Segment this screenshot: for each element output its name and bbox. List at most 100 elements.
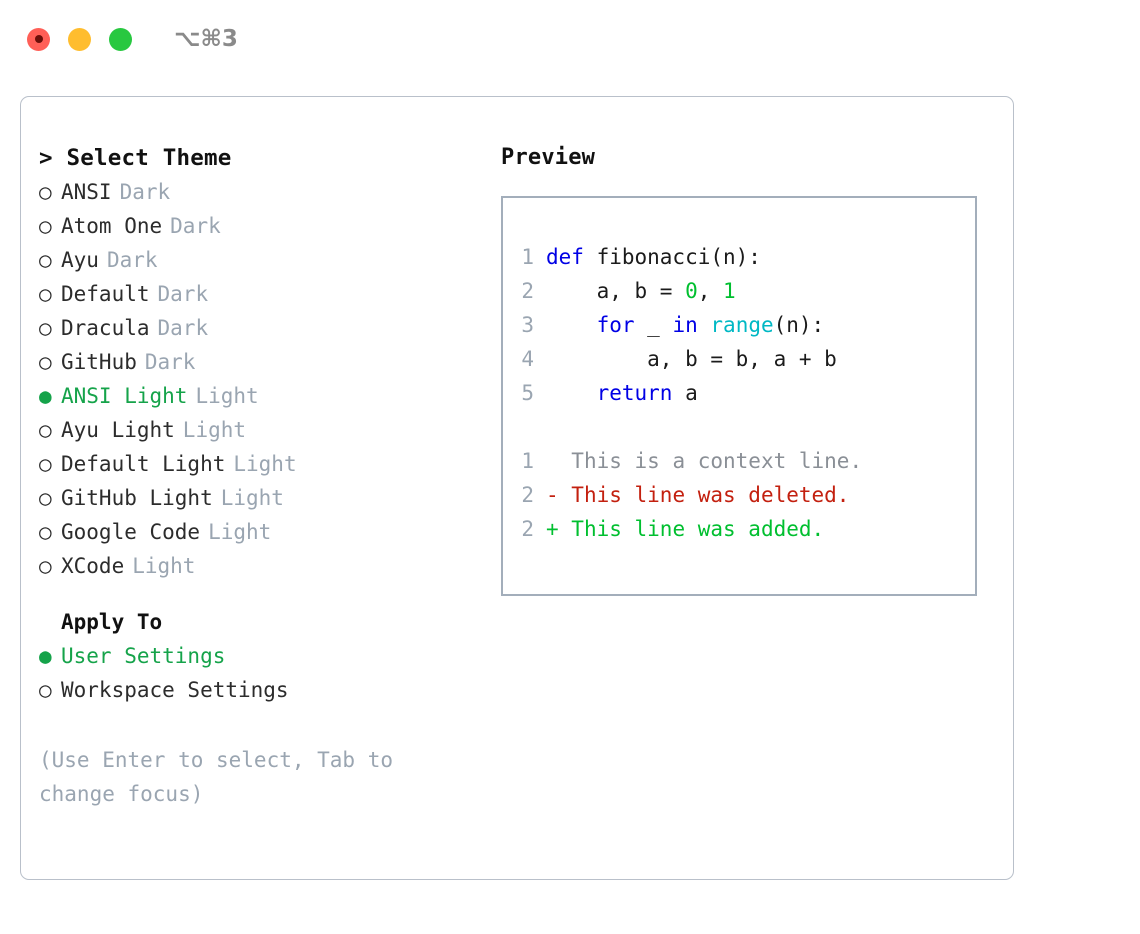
apply-to-list: ● User Settings ○Workspace Settings [39,639,489,707]
theme-variant-tag: Dark [119,180,171,204]
code-token: fibonacci(n): [596,245,761,269]
diff-sign [546,449,571,473]
theme-option-label: Google Code [61,520,201,544]
window-traffic-lights [27,27,132,51]
theme-variant-tag: Dark [144,350,196,374]
code-token: 0 [685,279,698,303]
apply-to-option-label: Workspace Settings [61,678,289,702]
page-title: > Select Theme [39,145,232,171]
theme-variant-tag: Light [233,452,297,476]
apply-to-option-label: User Settings [61,644,226,668]
line-number: 2 [521,517,534,541]
apply-to-option-user-settings[interactable]: ● User Settings [39,639,489,673]
code-token [546,381,597,405]
keyboard-shortcut-label: ⌥⌘3 [174,26,238,52]
close-button[interactable] [27,27,50,51]
theme-variant-tag: Dark [157,282,209,306]
line-number: 1 [521,245,534,269]
theme-option-label: Ayu [61,248,99,272]
theme-variant-tag: Light [208,520,272,544]
keyboard-hint: (Use Enter to select, Tab to change focu… [39,748,406,806]
theme-option-default[interactable]: ○ Default Dark [39,277,489,311]
radio-unselected-icon: ○ [39,520,52,544]
diff-line: 2+ This line was added. [520,512,967,546]
theme-variant-tag: Light [182,418,247,442]
apply-to-heading: Apply To [61,610,163,634]
radio-unselected-icon: ○ [39,554,52,578]
theme-option-ayu[interactable]: ○ Ayu Dark [39,243,489,277]
line-number: 5 [521,381,534,405]
radio-unselected-icon: ○ [39,248,52,272]
theme-variant-tag: Dark [106,248,158,272]
theme-option-google-code[interactable]: ○ Google Code Light [39,515,489,549]
line-number: 4 [521,347,534,371]
radio-selected-icon: ● [39,644,52,668]
code-token [546,313,597,337]
radio-unselected-icon: ○ [39,350,52,374]
diff-text: This is a context line. [571,449,863,473]
code-token: a, b = b, a + b [546,347,837,371]
theme-option-label: Atom One [61,214,163,238]
diff-line: 2- This line was deleted. [520,478,967,512]
code-token: _ [634,313,673,337]
theme-option-xcode[interactable]: ○ XCode Light [39,549,489,583]
code-token [698,313,711,337]
radio-unselected-icon: ○ [39,418,52,442]
code-token: (n): [773,313,825,337]
theme-option-label: Ayu Light [61,418,175,442]
apply-to-option-workspace-settings[interactable]: ○Workspace Settings [39,673,489,707]
theme-option-label: Dracula [61,316,150,340]
line-number: 2 [521,483,534,507]
theme-option-atom-one[interactable]: ○ Atom One Dark [39,209,489,243]
code-line: 4 a, b = b, a + b [520,342,967,376]
code-token: in [672,313,698,337]
line-number: 1 [521,449,534,473]
theme-variant-tag: Light [132,554,196,578]
radio-unselected-icon: ○ [39,486,52,510]
code-token: for [596,313,635,337]
code-token: range [710,313,774,337]
theme-variant-tag: Light [195,384,259,408]
theme-option-default-light[interactable]: ○ Default Light Light [39,447,489,481]
code-line: 5 return a [520,376,967,410]
radio-unselected-icon: ○ [39,214,52,238]
code-token: def [546,245,597,269]
theme-option-label: Default [61,282,150,306]
theme-option-label: GitHub Light [61,486,213,510]
radio-unselected-icon: ○ [39,316,52,340]
theme-option-github-light[interactable]: ○ GitHub Light Light [39,481,489,515]
radio-unselected-icon: ○ [39,452,52,476]
theme-variant-tag: Dark [170,214,221,238]
radio-unselected-icon: ○ [39,282,52,306]
code-diff-separator [520,410,967,444]
line-number: 2 [521,279,534,303]
diff-line: 1 This is a context line. [520,444,967,478]
maximize-button[interactable] [109,27,132,51]
preview-title: Preview [501,145,596,170]
diff-sign: - [546,483,572,507]
theme-option-label: XCode [61,554,125,578]
theme-option-label: ANSI Light [61,384,188,408]
code-line: 1 def fibonacci(n): [520,240,967,274]
code-token: a [672,381,698,405]
code-token: return [596,381,673,405]
theme-option-ayu-light[interactable]: ○ Ayu Light Light [39,413,489,447]
code-line: 3 for _ in range(n): [520,308,967,342]
theme-variant-tag: Light [220,486,284,510]
code-line: 2 a, b = 0, 1 [520,274,967,308]
code-token: a, b = [546,279,686,303]
minimize-button[interactable] [68,27,91,51]
diff-text: This line was deleted. [571,483,850,507]
theme-option-label: Default Light [61,452,226,476]
diff-text: This line was added. [571,517,825,541]
